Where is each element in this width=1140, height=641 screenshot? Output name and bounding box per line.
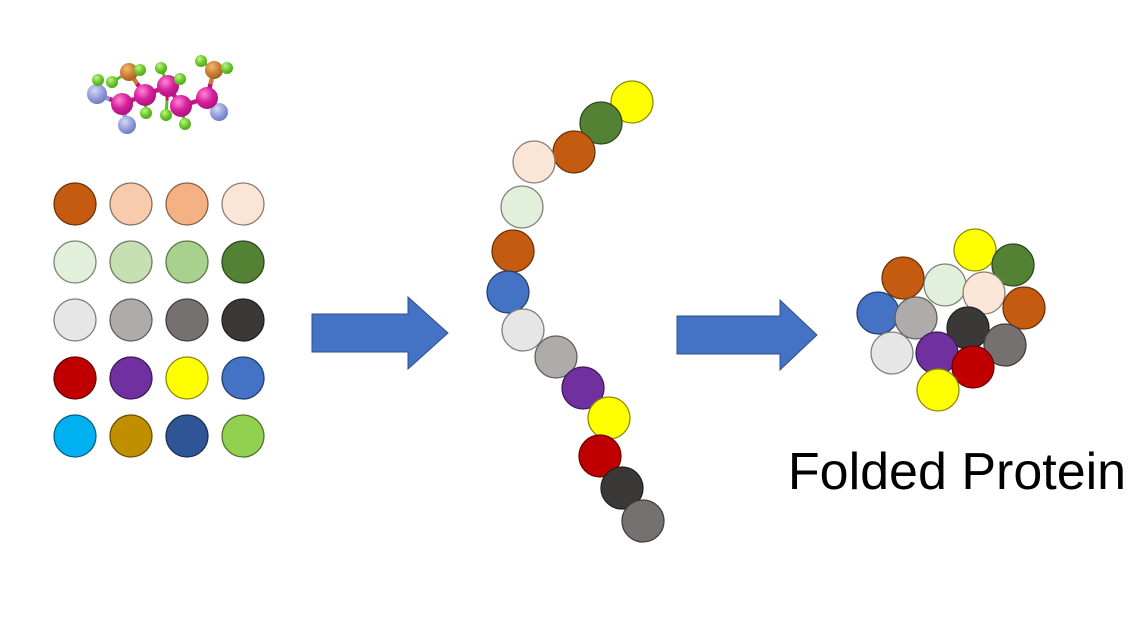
folded-residue-circle — [1002, 286, 1046, 330]
chain-residue-circle — [501, 308, 545, 352]
nitrogen-atom — [87, 84, 107, 104]
hydrogen-atom — [179, 118, 191, 130]
right-arrow-icon — [676, 298, 818, 372]
chain-residue-circle — [534, 335, 578, 379]
chain-residue-circle — [561, 366, 605, 410]
amino-acid-circle — [53, 356, 97, 400]
hydrogen-atom — [134, 64, 146, 76]
chain-residue-circle — [610, 80, 654, 124]
carbon-atom — [196, 87, 218, 109]
amino-acid-circle — [53, 182, 97, 226]
amino-acid-circle — [221, 356, 265, 400]
carbon-atom — [111, 93, 133, 115]
amino-acid-circle — [221, 182, 265, 226]
carbon-atom — [170, 95, 192, 117]
folded-residue-circle — [923, 263, 967, 307]
folded-protein-cluster — [856, 228, 1046, 412]
folded-residue-circle — [870, 331, 914, 375]
amino-acid-circle — [165, 240, 209, 284]
folded-protein-label: Folded Protein — [788, 443, 1126, 501]
amino-acid-circle — [53, 298, 97, 342]
folded-residue-circle — [951, 345, 995, 389]
folded-residue-circle — [916, 368, 960, 412]
amino-acid-circle — [109, 240, 153, 284]
folded-residue-circle — [991, 243, 1035, 287]
hydrogen-atom — [221, 62, 233, 74]
amino-acid-grid — [53, 182, 265, 458]
chain-residue-circle — [500, 185, 544, 229]
right-arrow-icon — [311, 295, 449, 371]
amino-acid-circle — [165, 182, 209, 226]
hydrogen-atom — [174, 73, 186, 85]
hydrogen-atom — [155, 62, 167, 74]
folded-residue-circle — [983, 323, 1027, 367]
molecule-3d-model — [87, 55, 233, 134]
amino-acid-circle — [109, 414, 153, 458]
hydrogen-atom — [106, 76, 118, 88]
nitrogen-atom — [210, 103, 228, 121]
hydrogen-atom — [195, 55, 207, 67]
hydrogen-atom — [140, 107, 152, 119]
hydrogen-atom — [160, 109, 172, 121]
chain-residue-circle — [579, 101, 623, 145]
chain-residue-circle — [552, 130, 596, 174]
amino-acid-circle — [53, 240, 97, 284]
carbon-atom — [134, 84, 156, 106]
folded-residue-circle — [894, 296, 938, 340]
chain-residue-circle — [578, 434, 622, 478]
arrows-group — [311, 295, 818, 372]
chain-residue-circle — [621, 499, 665, 543]
unfolded-protein-chain — [486, 80, 665, 543]
folded-residue-circle — [856, 291, 900, 335]
chain-residue-circle — [486, 270, 530, 314]
amino-acid-circle — [109, 298, 153, 342]
nitrogen-atom — [118, 116, 136, 134]
amino-acid-circle — [109, 182, 153, 226]
carbon-atom — [157, 75, 179, 97]
folded-residue-circle — [953, 228, 997, 272]
amino-acid-circle — [109, 356, 153, 400]
oxygen-atom — [205, 61, 223, 79]
chain-residue-circle — [491, 229, 535, 273]
hydrogen-atom — [92, 74, 104, 86]
chain-residue-circle — [587, 396, 631, 440]
amino-acid-circle — [221, 414, 265, 458]
amino-acid-circle — [221, 240, 265, 284]
folded-residue-circle — [881, 256, 925, 300]
amino-acid-circle — [165, 414, 209, 458]
oxygen-atom — [120, 63, 138, 81]
amino-acid-circle — [165, 298, 209, 342]
chain-residue-circle — [600, 466, 644, 510]
amino-acid-circle — [221, 298, 265, 342]
amino-acid-circle — [165, 356, 209, 400]
amino-acid-circle — [53, 414, 97, 458]
chain-residue-circle — [512, 140, 556, 184]
